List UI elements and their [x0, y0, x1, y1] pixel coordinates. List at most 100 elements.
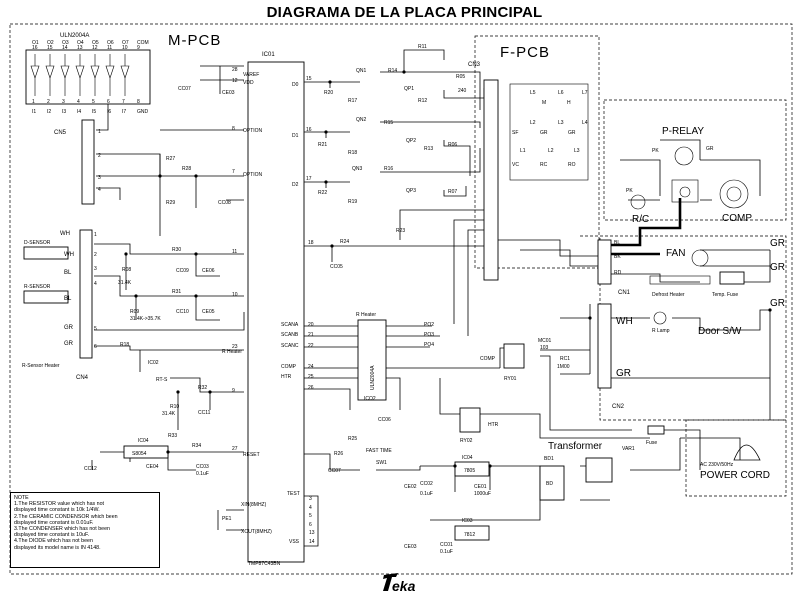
svg-text:HTR: HTR	[488, 422, 499, 428]
led-matrix: L5 L6 L7 M H L2 L3 L4 SF GR GR L1 L2 L3 …	[509, 83, 589, 181]
uln-top-pin-label: O2	[47, 40, 54, 46]
svg-text:22: 22	[308, 343, 314, 349]
svg-text:R30: R30	[172, 247, 181, 253]
svg-text:CC02: CC02	[420, 481, 433, 487]
svg-text:R13: R13	[424, 146, 433, 152]
svg-text:CE05: CE05	[202, 309, 215, 315]
note-heading: NOTE	[14, 495, 29, 501]
note-box: NOTE 1.The RESISTOR value which has not …	[10, 492, 160, 568]
svg-text:R17: R17	[348, 98, 357, 104]
svg-text:R23: R23	[396, 228, 405, 234]
svg-text:R10: R10	[170, 404, 179, 410]
svg-text:PO4: PO4	[424, 342, 434, 348]
svg-text:CE03: CE03	[222, 90, 235, 96]
svg-text:CC11: CC11	[198, 410, 211, 416]
sensor-block: WH D-SENSOR WH BL R-SENSOR BL GR GR R-Se…	[22, 231, 74, 369]
svg-text:BL: BL	[614, 240, 620, 246]
uln-top-pin-number: 14	[62, 45, 68, 51]
svg-text:7: 7	[232, 169, 235, 175]
svg-text:VC: VC	[512, 162, 519, 168]
svg-text:QN3: QN3	[352, 166, 363, 172]
uln-top-pin-number: 15	[47, 45, 53, 51]
svg-text:3: 3	[98, 175, 101, 181]
svg-text:CC01: CC01	[440, 542, 453, 548]
svg-text:CN5: CN5	[54, 130, 67, 136]
fpcb-frame	[474, 35, 600, 269]
svg-text:L4: L4	[582, 120, 588, 126]
svg-text:R09: R09	[130, 309, 139, 315]
svg-text:VAREF: VAREF	[243, 72, 259, 78]
svg-text:3: 3	[94, 266, 97, 272]
svg-text:MC01: MC01	[538, 338, 552, 344]
svg-text:TEST: TEST	[287, 491, 300, 497]
svg-text:R18: R18	[120, 342, 129, 348]
svg-text:QP1: QP1	[404, 86, 414, 92]
svg-text:CE01: CE01	[474, 484, 487, 490]
uln-top-pin-label: O6	[107, 40, 114, 46]
svg-text:R18: R18	[348, 150, 357, 156]
svg-text:CC12: CC12	[84, 466, 97, 472]
svg-text:0.1uF: 0.1uF	[440, 549, 453, 555]
uln-gate-symbol	[90, 54, 100, 96]
uln-gate-symbol	[105, 54, 115, 96]
svg-text:RC1: RC1	[560, 356, 570, 362]
cn5-connector: CN5 1 2 3 4	[54, 119, 101, 205]
component-labels: QN1 R17 R20 R14 R11 QP1 R05 240 QN2 R21 …	[84, 44, 665, 555]
uln-bottom-pin-number: 1	[32, 99, 35, 105]
ic01-part: TMP87C43BN	[248, 561, 281, 567]
svg-text:15: 15	[306, 76, 312, 82]
svg-text:7805: 7805	[464, 468, 475, 474]
svg-text:SF: SF	[512, 130, 518, 136]
svg-text:R29: R29	[166, 200, 175, 206]
svg-text:L1: L1	[520, 148, 526, 154]
power-frame	[685, 419, 787, 497]
svg-text:XOUT(8MHZ): XOUT(8MHZ)	[241, 529, 272, 535]
svg-text:20: 20	[308, 322, 314, 328]
uln-top-pin-label: O3	[62, 40, 69, 46]
svg-text:R15: R15	[384, 120, 393, 126]
note-line: displayed time constant is 10k 1/4W.	[14, 507, 100, 514]
diagram-title: DIAGRAMA DE LA PLACA PRINCIPAL	[266, 4, 543, 21]
svg-text:25: 25	[308, 374, 314, 380]
svg-text:POWER CORD: POWER CORD	[700, 470, 770, 481]
svg-text:QP2: QP2	[406, 138, 416, 144]
svg-text:R20: R20	[324, 90, 333, 96]
svg-text:CC07: CC07	[178, 86, 191, 92]
svg-text:L7: L7	[582, 90, 588, 96]
svg-text:SCANC: SCANC	[281, 343, 299, 349]
note-line: 4.The DIODE which has not been	[14, 538, 93, 545]
svg-text:D2: D2	[292, 182, 299, 188]
uln-bottom-pin-label: I6	[107, 109, 111, 115]
svg-text:CN4: CN4	[76, 375, 89, 381]
svg-text:BL: BL	[64, 296, 72, 302]
svg-text:Defrost Heater: Defrost Heater	[652, 292, 685, 298]
svg-text:3: 3	[309, 496, 312, 502]
svg-text:GR: GR	[568, 130, 576, 136]
uln-gate-symbol	[45, 54, 55, 96]
prelay-frame	[603, 99, 787, 221]
cn1-connector: CN1	[597, 239, 631, 296]
svg-text:WH: WH	[60, 231, 70, 237]
svg-text:IC04: IC04	[138, 438, 149, 444]
svg-text:SW1: SW1	[376, 460, 387, 466]
svg-text:CC09: CC09	[176, 268, 189, 274]
svg-text:Door S/W: Door S/W	[698, 326, 742, 337]
svg-text:COMP: COMP	[480, 356, 496, 362]
svg-text:QN1: QN1	[356, 68, 367, 74]
svg-text:RO: RO	[568, 162, 576, 168]
svg-text:2: 2	[94, 252, 97, 258]
svg-text:R21: R21	[318, 142, 327, 148]
svg-text:BD: BD	[546, 481, 553, 487]
svg-text:7812: 7812	[464, 532, 475, 538]
svg-text:4: 4	[98, 187, 101, 193]
svg-text:COMP: COMP	[722, 213, 752, 224]
svg-text:240: 240	[458, 88, 467, 94]
svg-text:BL: BL	[64, 270, 72, 276]
svg-text:6: 6	[94, 344, 97, 350]
ic01-name: IC01	[262, 52, 275, 58]
svg-text:L3: L3	[558, 120, 564, 126]
svg-text:SCANB: SCANB	[281, 332, 299, 338]
uln-bottom-pin-number: 5	[92, 99, 95, 105]
uln-bottom-pin-label: I1	[32, 109, 36, 115]
